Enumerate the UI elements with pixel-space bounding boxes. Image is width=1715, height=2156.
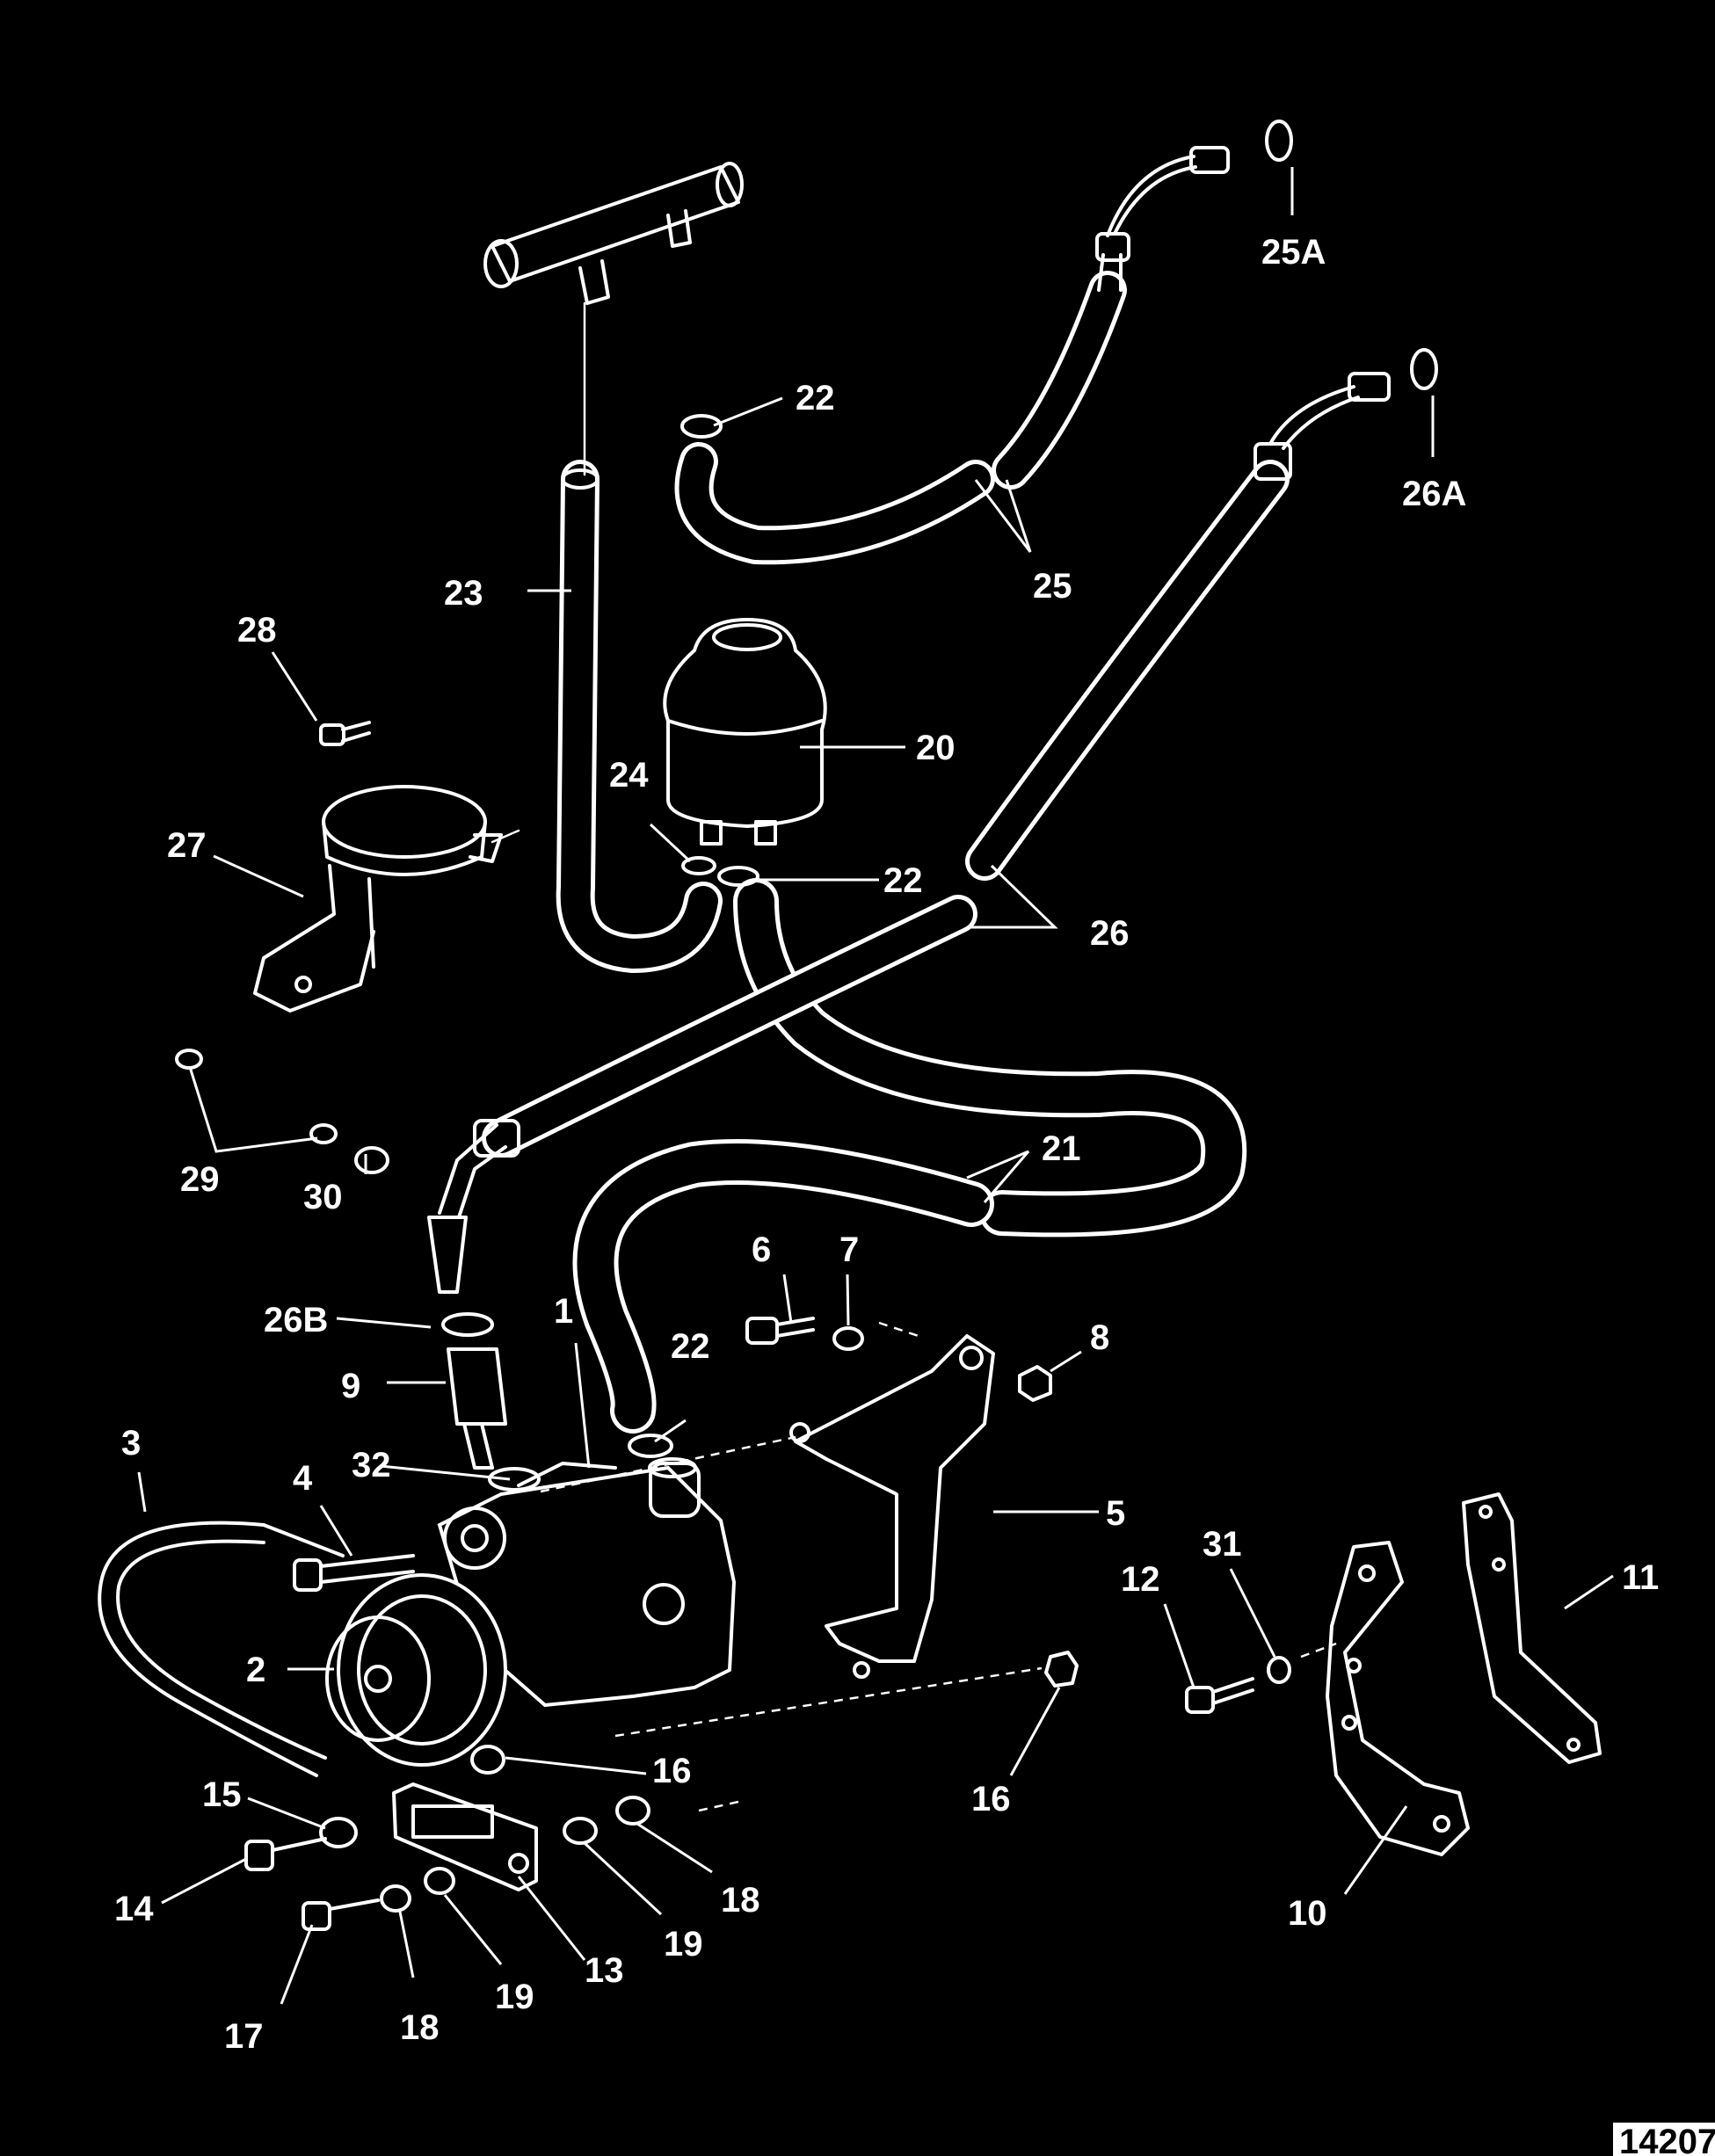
callout-16a: 16 bbox=[652, 1752, 692, 1790]
reservoir-20 bbox=[663, 617, 827, 846]
callout-18a: 18 bbox=[721, 1881, 760, 1920]
callout-26A: 26A bbox=[1402, 475, 1466, 513]
assembly-lines bbox=[540, 1321, 1337, 1812]
callout-31: 31 bbox=[1203, 1525, 1242, 1564]
callout-23: 23 bbox=[444, 574, 483, 613]
callout-28: 28 bbox=[237, 611, 277, 650]
callout-3: 3 bbox=[121, 1424, 141, 1463]
callout-16b: 16 bbox=[971, 1780, 1011, 1818]
callout-labels: 25A 26A 22 25 23 28 20 24 27 22 26 29 30… bbox=[114, 233, 1659, 2056]
pump-1 bbox=[437, 1457, 737, 1708]
callout-29: 29 bbox=[180, 1160, 220, 1199]
callout-21: 21 bbox=[1042, 1129, 1081, 1168]
callout-18b: 18 bbox=[400, 2008, 440, 2047]
bracket-27 bbox=[253, 785, 520, 1013]
figure-number: 14207 bbox=[1619, 2123, 1715, 2156]
callout-20: 20 bbox=[916, 729, 956, 767]
belt-3 bbox=[98, 1521, 345, 1777]
callout-22a: 22 bbox=[796, 379, 835, 417]
callout-26: 26 bbox=[1090, 914, 1130, 953]
callout-13: 13 bbox=[585, 1951, 624, 1990]
callout-2: 2 bbox=[246, 1651, 265, 1689]
callout-17: 17 bbox=[224, 2017, 264, 2056]
t-fitting bbox=[483, 162, 744, 476]
hose-25 bbox=[674, 146, 1230, 565]
callout-12: 12 bbox=[1121, 1560, 1160, 1599]
hose-23 bbox=[556, 460, 723, 973]
callout-5: 5 bbox=[1106, 1494, 1125, 1533]
callout-22b: 22 bbox=[883, 861, 923, 900]
bracket-10 bbox=[1326, 1541, 1470, 1856]
hose-26 bbox=[427, 372, 1391, 1294]
callout-14: 14 bbox=[114, 1890, 154, 1928]
callout-30: 30 bbox=[303, 1178, 343, 1216]
callout-1: 1 bbox=[554, 1292, 573, 1331]
bracket-5 bbox=[789, 1334, 995, 1679]
callout-27: 27 bbox=[167, 826, 207, 865]
leader-lines bbox=[137, 167, 1614, 2005]
hardware bbox=[175, 120, 1438, 1931]
plate-13 bbox=[392, 1782, 538, 1891]
callout-10: 10 bbox=[1288, 1894, 1327, 1933]
callout-24: 24 bbox=[609, 756, 649, 795]
callout-19a: 19 bbox=[664, 1925, 703, 1964]
callout-11: 11 bbox=[1622, 1558, 1659, 1597]
figure-number-tag: 14207 bbox=[1613, 2123, 1715, 2156]
callout-8: 8 bbox=[1090, 1318, 1109, 1357]
callout-6: 6 bbox=[752, 1230, 771, 1269]
callout-15: 15 bbox=[202, 1775, 242, 1814]
callout-32: 32 bbox=[352, 1446, 391, 1485]
callout-7: 7 bbox=[839, 1230, 859, 1269]
plate-11 bbox=[1462, 1492, 1602, 1764]
callout-22c: 22 bbox=[671, 1327, 710, 1366]
callout-25A: 25A bbox=[1261, 233, 1326, 272]
callout-25: 25 bbox=[1033, 567, 1072, 606]
callout-4: 4 bbox=[293, 1459, 313, 1498]
pulley-2 bbox=[325, 1573, 507, 1767]
callout-26B: 26B bbox=[264, 1301, 328, 1339]
callout-9: 9 bbox=[341, 1367, 360, 1405]
callout-19b: 19 bbox=[495, 1978, 534, 2016]
